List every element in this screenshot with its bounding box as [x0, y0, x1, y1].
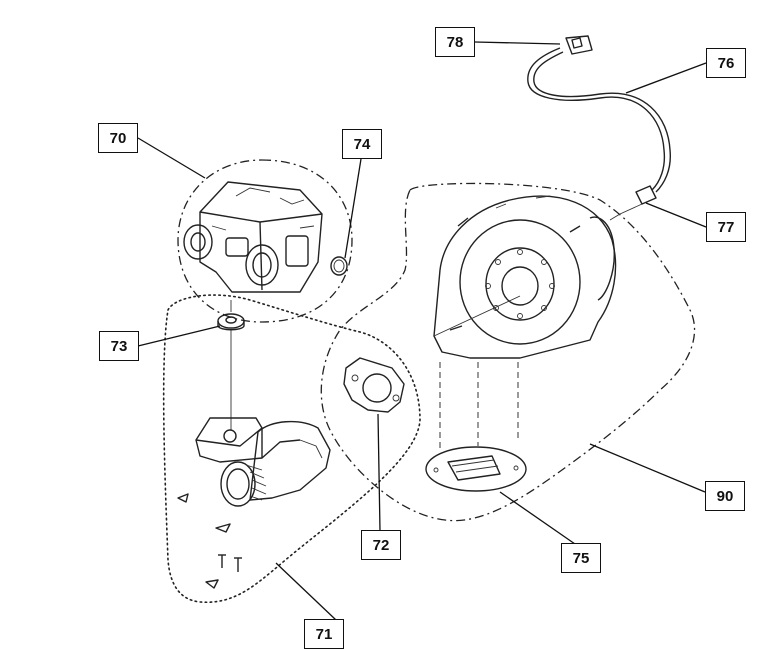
- callout-78: 78: [435, 27, 475, 57]
- callout-76: 76: [706, 48, 746, 78]
- callout-72: 72: [361, 530, 401, 560]
- callout-90: 90: [705, 481, 745, 511]
- gasket-drawing: [343, 357, 405, 413]
- fan-gasket-drawing: [425, 446, 527, 492]
- callout-73: 73: [99, 331, 139, 361]
- callout-75: 75: [561, 543, 601, 573]
- fan-group-outline: [320, 182, 696, 522]
- callout-71: 71: [304, 619, 344, 649]
- callout-70: 70: [98, 123, 138, 153]
- callout-74: 74: [342, 129, 382, 159]
- o-ring-drawing: [330, 256, 348, 276]
- washer-drawing: [217, 313, 245, 331]
- venturi-drawing: [177, 417, 331, 589]
- gas-valve-drawing: [183, 181, 323, 293]
- callout-77: 77: [706, 212, 746, 242]
- fan-drawing: [433, 195, 617, 359]
- gas-valve-group-outline: [177, 159, 353, 323]
- fan-cable-drawing: [527, 35, 672, 221]
